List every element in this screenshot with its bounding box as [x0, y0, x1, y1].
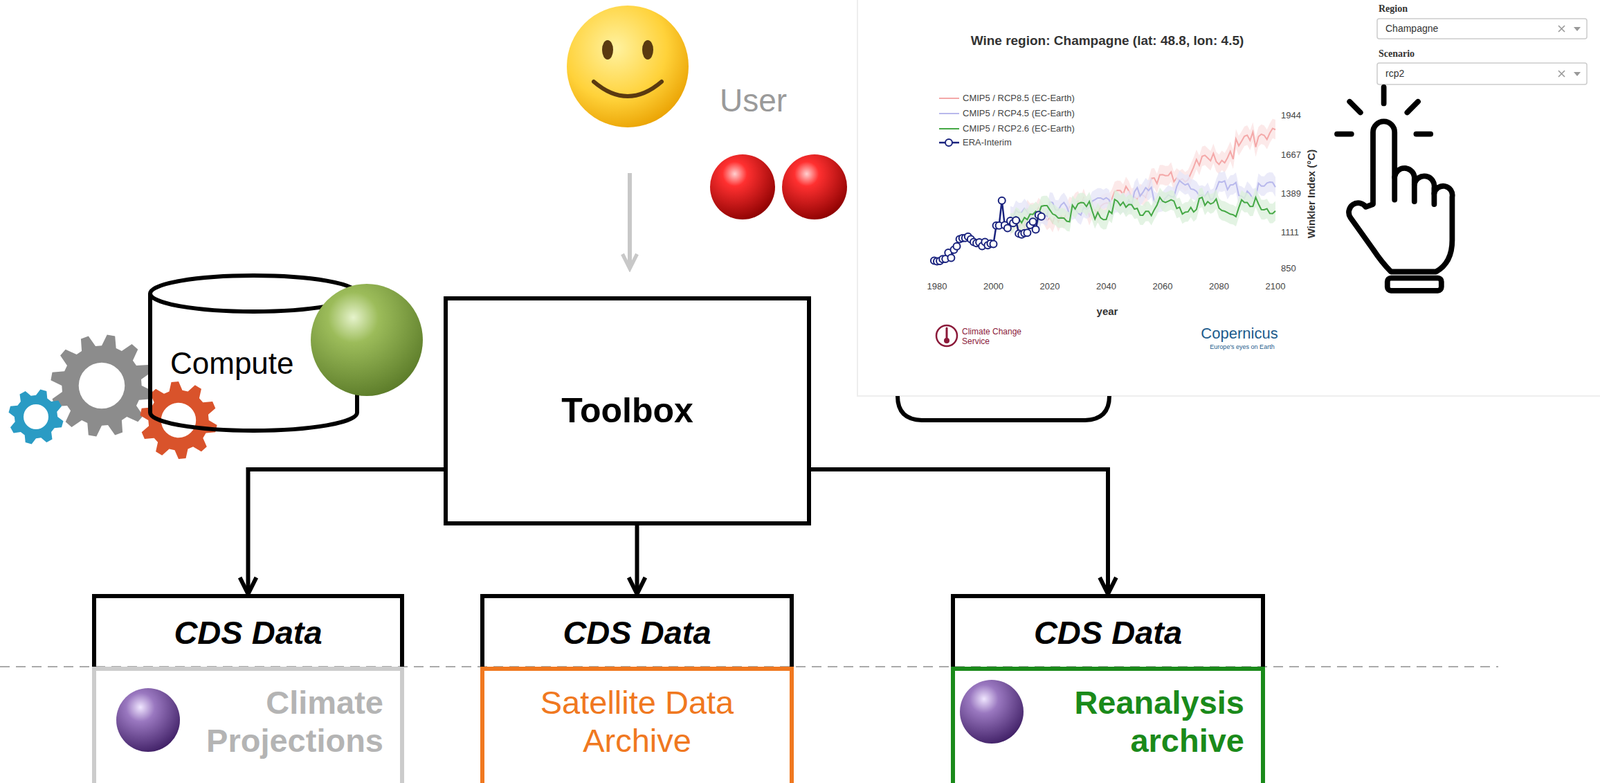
node-text: CDS Data: [173, 613, 322, 652]
axis-tick: 2020: [1040, 281, 1061, 293]
purple-ball: [116, 687, 180, 752]
chart-legend-text: CMIP5 / RCP2.6 (EC-Earth): [962, 123, 1075, 135]
select-value: Champagne: [1385, 22, 1439, 34]
climate-change-logo: [936, 325, 958, 347]
axis-title: Winkler Index (°C): [1305, 149, 1317, 239]
logo-text: Europe's eyes on Earth: [1209, 343, 1275, 351]
node-text: Reanalysis archive: [1031, 683, 1245, 760]
axis-tick: 2080: [1208, 281, 1230, 293]
connector-arrow: [811, 469, 1108, 594]
field-label: Region: [1378, 3, 1408, 15]
archive-box: Reanalysis archive: [950, 666, 1266, 783]
node-text: Toolbox: [561, 390, 694, 432]
field-label: Scenario: [1378, 48, 1415, 60]
compute-cylinder: Compute: [148, 273, 360, 433]
axis-tick: 2060: [1152, 281, 1174, 293]
red-ball: [782, 154, 848, 220]
node-text: Compute: [170, 345, 295, 382]
node-text: Climate Projections: [158, 683, 384, 760]
gear-icon: [50, 334, 153, 436]
axis-title: year: [1096, 305, 1119, 317]
select-value: rcp2: [1385, 67, 1405, 79]
bracket: [897, 395, 1110, 421]
purple-ball: [959, 679, 1024, 744]
axis-tick: 2040: [1096, 281, 1117, 293]
axis-tick: 2100: [1265, 281, 1286, 293]
pointing-hand: [1337, 87, 1453, 291]
user-arrow: [627, 173, 632, 269]
node-text: CDS Data: [1033, 613, 1183, 652]
user-smiley: [566, 5, 689, 128]
chart-legend-text: CMIP5 / RCP4.5 (EC-Earth): [962, 108, 1075, 120]
connector-arrow: [635, 525, 640, 594]
logo-text: Climate Change Service: [961, 327, 1032, 347]
chart-screenshot: [857, 0, 1600, 396]
chart-legend-text: ERA-Interim: [962, 137, 1012, 149]
chart-legend-text: CMIP5 / RCP8.5 (EC-Earth): [962, 93, 1075, 104]
green-ball: [310, 283, 423, 396]
node-text: CDS Data: [562, 613, 711, 652]
logo-text: Copernicus: [1200, 324, 1278, 342]
cds-data-box: CDS Data: [950, 593, 1266, 667]
red-ball: [710, 154, 776, 220]
axis-tick: 1667: [1280, 150, 1302, 161]
cds-data-box: CDS Data: [92, 593, 405, 667]
cds-data-box: CDS Data: [480, 593, 794, 667]
archive-box: Climate Projections: [92, 666, 405, 783]
gear-icon: [8, 389, 64, 445]
chart-title: Wine region: Champagne (lat: 48.8, lon: …: [970, 33, 1245, 49]
user-label: User: [719, 82, 787, 120]
axis-tick: 1944: [1280, 110, 1302, 122]
node-text: Satellite Data Archive: [498, 683, 776, 760]
axis-tick: 1111: [1280, 227, 1299, 239]
axis-tick: 1980: [927, 281, 948, 293]
connector-arrow: [248, 469, 445, 594]
archive-box: Satellite Data Archive: [480, 666, 794, 783]
axis-tick: 850: [1280, 263, 1297, 275]
axis-tick: 2000: [983, 281, 1004, 293]
toolbox-box: Toolbox: [443, 296, 812, 526]
axis-tick: 1389: [1280, 188, 1302, 200]
